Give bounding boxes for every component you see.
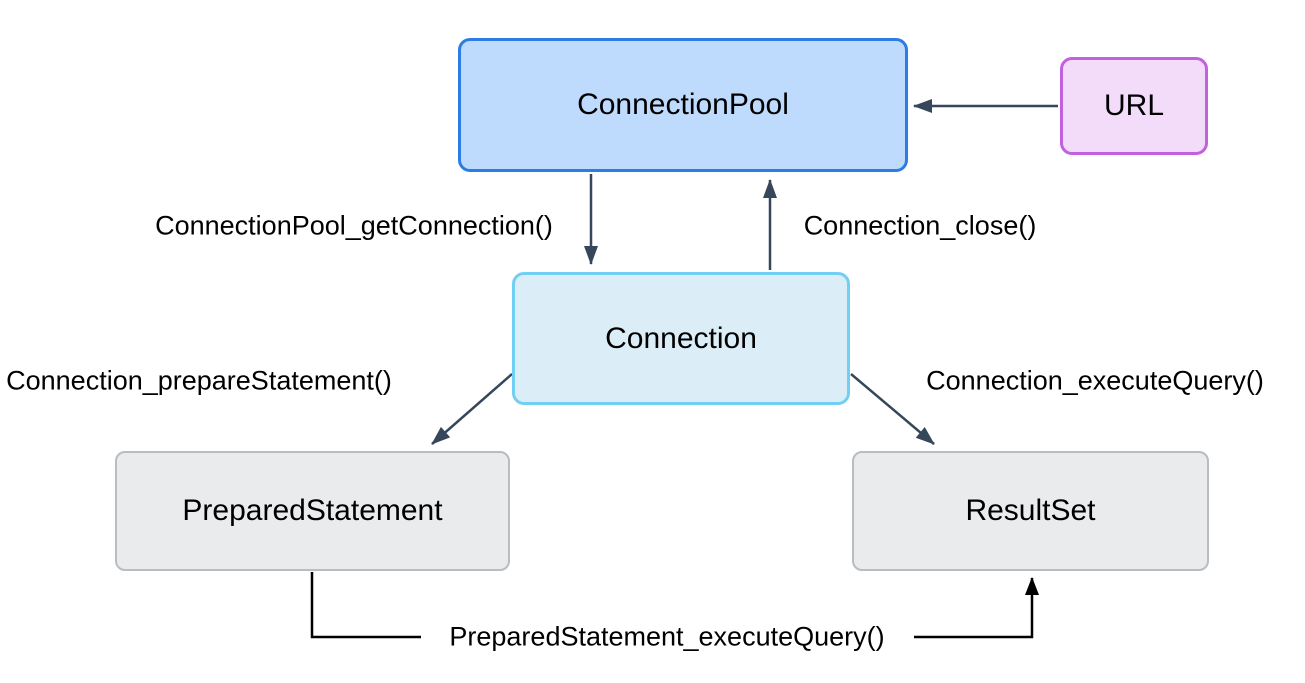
edge-ps-executequery-left-segment <box>310 572 421 639</box>
node-connectionpool: ConnectionPool <box>458 38 908 172</box>
edge-executequery-arrow <box>850 373 935 445</box>
node-url-label: URL <box>1103 89 1164 122</box>
edge-label-close: Connection_close() <box>799 210 1041 242</box>
node-url: URL <box>1060 57 1208 155</box>
node-preparedstatement: PreparedStatement <box>115 451 510 571</box>
node-connectionpool-label: ConnectionPool <box>577 88 789 121</box>
edge-label-preparestatement: Connection_prepareStatement() <box>2 365 396 397</box>
edge-ps-executequery-right-segment <box>914 577 1039 639</box>
node-connection: Connection <box>512 272 850 405</box>
edge-preparestatement-arrow <box>431 373 513 445</box>
node-resultset: ResultSet <box>852 451 1209 571</box>
edge-label-getconnection: ConnectionPool_getConnection() <box>151 210 557 242</box>
edge-label-ps-executequery: PreparedStatement_executeQuery() <box>445 621 889 653</box>
node-resultset-label: ResultSet <box>965 494 1096 527</box>
node-preparedstatement-label: PreparedStatement <box>182 494 443 527</box>
edge-label-executequery: Connection_executeQuery() <box>922 365 1268 397</box>
node-connection-label: Connection <box>605 321 757 355</box>
